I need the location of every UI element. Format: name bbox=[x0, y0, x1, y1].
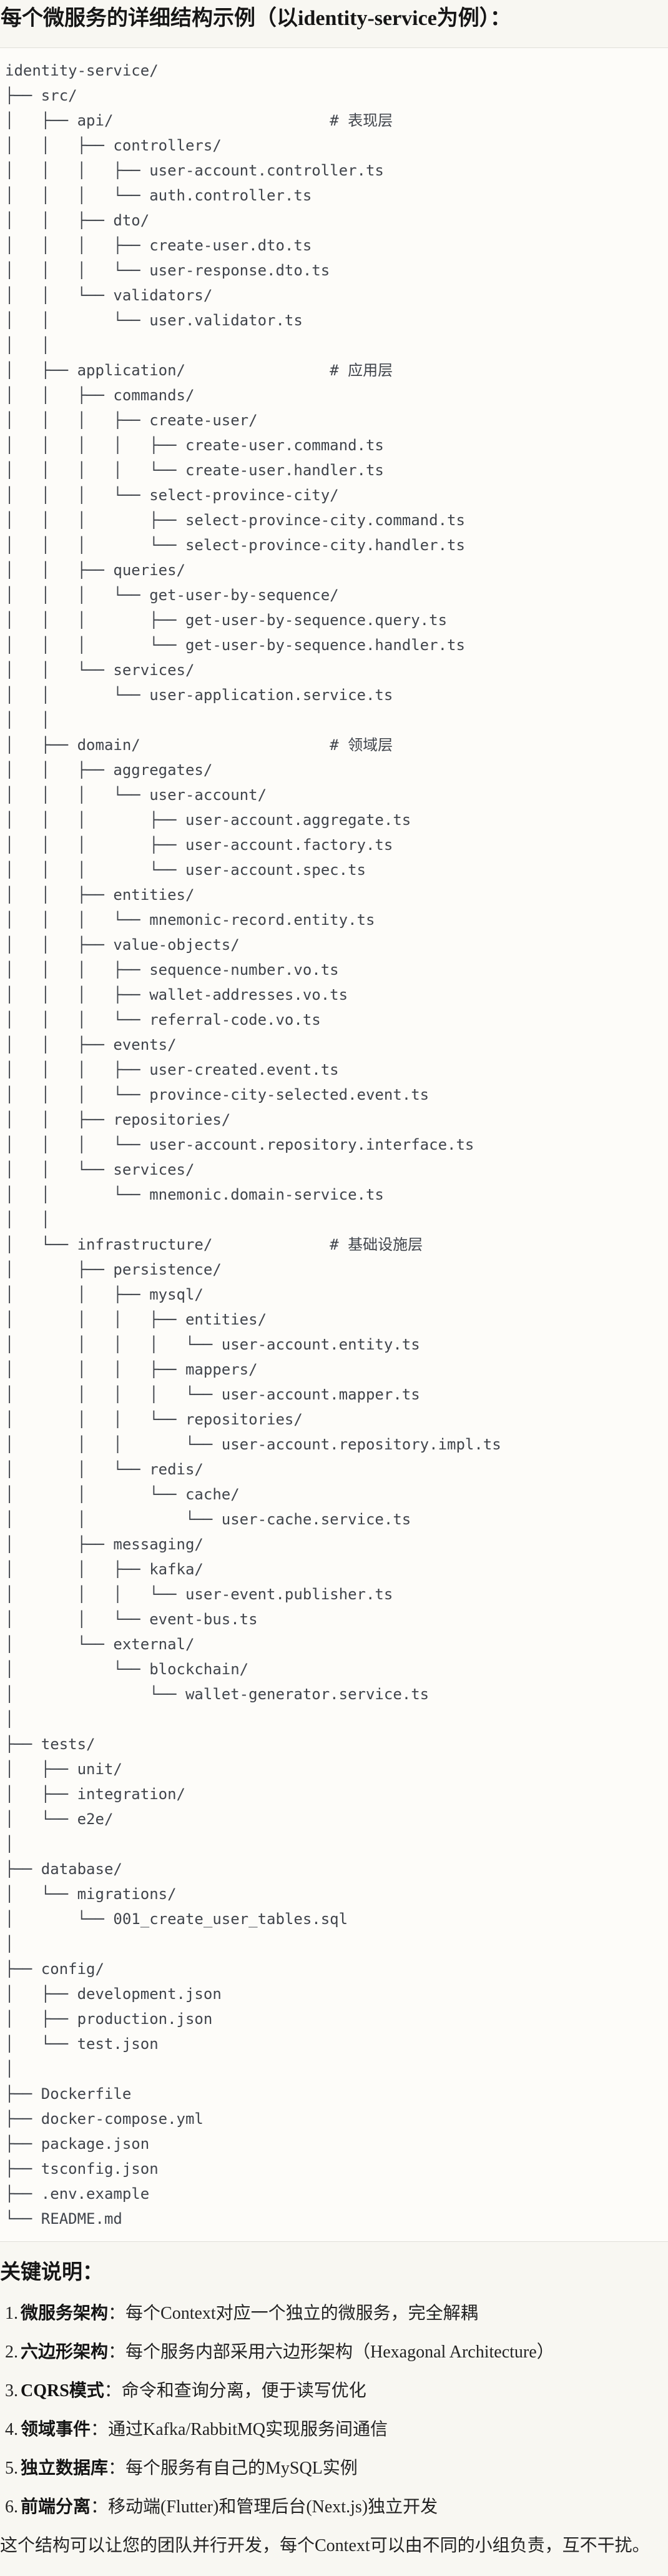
note-term: 六边形架构 bbox=[21, 2342, 109, 2362]
notes-heading: 关键说明： bbox=[0, 2261, 103, 2284]
note-term: 领域事件 bbox=[21, 2420, 91, 2439]
note-desc: ：命令和查询分离，便于读写优化 bbox=[104, 2381, 366, 2401]
note-term: 前端分离 bbox=[21, 2497, 91, 2517]
note-term: CQRS模式 bbox=[21, 2381, 104, 2401]
code-block: identity-service/ ├── src/ │ ├── api/ # … bbox=[0, 47, 668, 2242]
note-number: 4. bbox=[5, 2420, 18, 2439]
note-desc: ：移动端(Flutter)和管理后台(Next.js)独立开发 bbox=[91, 2497, 438, 2517]
note-term: 独立数据库 bbox=[21, 2459, 109, 2478]
note-term: 微服务架构 bbox=[21, 2304, 109, 2323]
document-page: 每个微服务的详细结构示例（以identity-service为例）： ident… bbox=[0, 5, 668, 2559]
note-desc: ：每个服务有自己的MySQL实例 bbox=[108, 2459, 358, 2478]
note-number: 6. bbox=[5, 2497, 18, 2517]
note-item-database: 5.独立数据库：每个服务有自己的MySQL实例 bbox=[5, 2455, 668, 2482]
note-item-frontend: 6.前端分离：移动端(Flutter)和管理后台(Next.js)独立开发 bbox=[5, 2494, 668, 2520]
note-number: 5. bbox=[5, 2459, 18, 2478]
note-number: 1. bbox=[5, 2304, 18, 2323]
note-desc: ：每个Context对应一个独立的微服务，完全解耦 bbox=[108, 2304, 478, 2323]
note-item-hexagonal: 2.六边形架构：每个服务内部采用六边形架构（Hexagonal Architec… bbox=[5, 2339, 668, 2366]
note-number: 2. bbox=[5, 2342, 18, 2362]
note-item-microservice: 1.微服务架构：每个Context对应一个独立的微服务，完全解耦 bbox=[5, 2301, 668, 2327]
directory-tree: identity-service/ ├── src/ │ ├── api/ # … bbox=[5, 62, 501, 2228]
closing-paragraph: 这个结构可以让您的团队并行开发，每个Context可以由不同的小组负责，互不干扰… bbox=[0, 2536, 650, 2555]
note-item-domain-events: 4.领域事件：通过Kafka/RabbitMQ实现服务间通信 bbox=[5, 2417, 668, 2443]
note-desc: ：通过Kafka/RabbitMQ实现服务间通信 bbox=[91, 2420, 388, 2439]
page-title: 每个微服务的详细结构示例（以identity-service为例）： bbox=[1, 7, 511, 30]
note-number: 3. bbox=[5, 2381, 18, 2401]
note-desc: ：每个服务内部采用六边形架构（Hexagonal Architecture） bbox=[108, 2342, 554, 2362]
note-item-cqrs: 3.CQRS模式：命令和查询分离，便于读写优化 bbox=[5, 2378, 668, 2404]
